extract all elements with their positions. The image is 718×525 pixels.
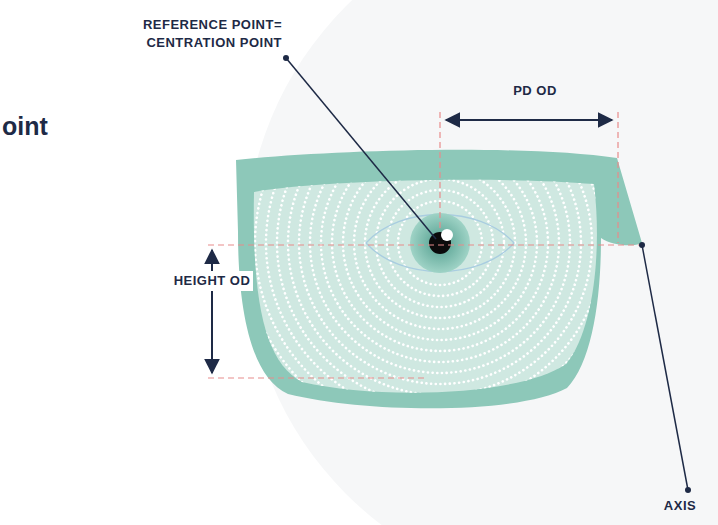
background-circle (245, 0, 718, 525)
pd-arrow (446, 119, 612, 121)
title: oint (2, 112, 48, 141)
ring (376, 179, 504, 307)
ring (211, 14, 669, 472)
highlight (441, 229, 453, 241)
reference-label: REFERENCE POINT= CENTRATION POINT (102, 16, 282, 51)
guide-lines (208, 112, 640, 378)
height-arrow (211, 250, 213, 373)
ring (266, 69, 614, 417)
lens-rings (211, 14, 669, 472)
ring (310, 113, 570, 373)
ring (321, 124, 559, 362)
ring (365, 168, 515, 318)
leader-dot (283, 55, 289, 61)
leader-dot (639, 242, 645, 248)
leader-line (642, 245, 688, 490)
ring (277, 80, 603, 406)
leader-dot (685, 487, 691, 493)
ring (244, 47, 636, 439)
ring (299, 102, 581, 384)
ring (222, 25, 658, 461)
ring (233, 36, 647, 450)
dimension-label: HEIGHT OD (171, 271, 254, 291)
ring (288, 91, 592, 395)
dimension-label: PD OD (513, 82, 557, 100)
axis-label: AXIS (664, 497, 696, 515)
ring (255, 58, 625, 428)
leader-line (286, 58, 436, 239)
